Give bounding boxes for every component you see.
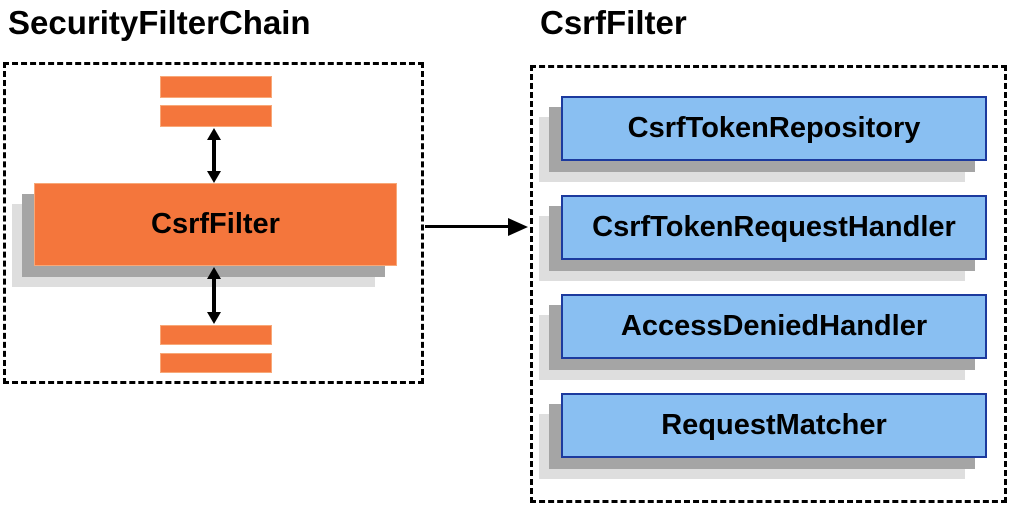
bidirectional-arrow <box>207 267 221 324</box>
filter-bar <box>160 76 272 98</box>
arrowhead-down-icon <box>207 171 221 183</box>
component-node-access-denied-handler: AccessDeniedHandler <box>539 294 987 380</box>
security-filter-chain-title: SecurityFilterChain <box>8 4 311 41</box>
component-node-csrf-token-request-handler: CsrfTokenRequestHandler <box>539 195 987 281</box>
arrowhead-down-icon <box>207 312 221 324</box>
filter-bar <box>160 105 272 127</box>
arrow-stem <box>212 276 216 315</box>
arrowhead-right-icon <box>508 218 528 236</box>
component-node-csrf-token-repository: CsrfTokenRepository <box>539 96 987 182</box>
security-filter-chain-container <box>3 62 424 384</box>
arrow-stem <box>212 137 216 174</box>
filter-bar <box>160 325 272 345</box>
component-node-label: RequestMatcher <box>561 393 987 458</box>
bidirectional-arrow <box>207 128 221 183</box>
component-node-request-matcher: RequestMatcher <box>539 393 987 479</box>
arrowhead-up-icon <box>207 128 221 140</box>
arrowhead-up-icon <box>207 267 221 279</box>
component-node-label: CsrfTokenRequestHandler <box>561 195 987 260</box>
arrow-stem <box>425 225 511 228</box>
filter-bar <box>160 353 272 373</box>
component-node-label: AccessDeniedHandler <box>561 294 987 359</box>
component-node-label: CsrfTokenRepository <box>561 96 987 161</box>
csrf-filter-container <box>530 65 1007 503</box>
csrf-filter-title: CsrfFilter <box>540 4 687 41</box>
csrf-filter-node-label: CsrfFilter <box>34 183 397 266</box>
flow-arrow <box>425 218 528 236</box>
csrf-filter-node: CsrfFilter <box>12 183 397 287</box>
